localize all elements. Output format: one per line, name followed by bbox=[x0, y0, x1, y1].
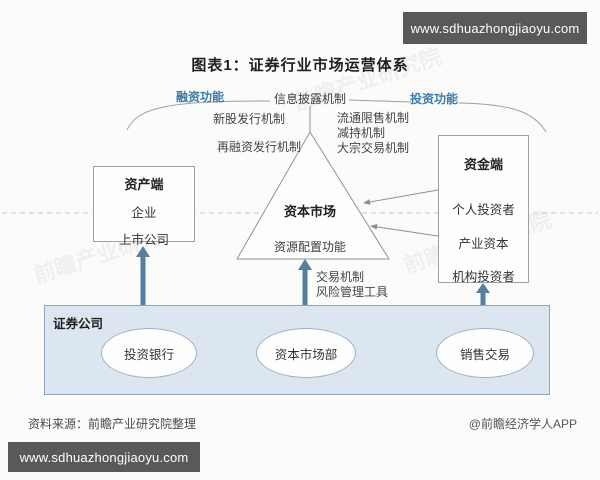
funding-item-institutional-investors: 机构投资者 bbox=[452, 270, 515, 284]
site-watermark-top: www.sdhuazhongjiaoyu.com bbox=[403, 12, 587, 44]
disclosure-investment-line bbox=[348, 99, 412, 103]
circulation-mechanisms: 流通限售机制 减持机制 大宗交易机制 bbox=[337, 111, 409, 156]
capital-market-triangle bbox=[236, 131, 390, 260]
funding-item-industrial-capital: 产业资本 bbox=[458, 237, 509, 251]
resource-allocation-label: 资源配置功能 bbox=[273, 240, 346, 254]
figure-title: 图表1：证券行业市场运营体系 bbox=[191, 57, 409, 74]
dept-investment-banking: 投资银行 bbox=[101, 328, 197, 378]
arrow-sales-trading bbox=[476, 283, 490, 306]
financing-curve bbox=[126, 100, 271, 131]
asset-side-item-listed-company: 上市公司 bbox=[118, 233, 169, 247]
asset-side-title: 资产端 bbox=[124, 177, 164, 192]
investment-curve bbox=[458, 102, 547, 133]
disclosure-mechanism-label: 信息披露机制 bbox=[273, 92, 346, 106]
circulation-mechanism-3: 大宗交易机制 bbox=[337, 141, 410, 155]
circulation-mechanism-1: 流通限售机制 bbox=[337, 111, 410, 125]
arrow-investment-banking bbox=[136, 246, 150, 306]
source-note: 资料来源：前瞻产业研究院整理 bbox=[28, 417, 197, 431]
financing-function-label: 融资功能 bbox=[175, 90, 224, 104]
circulation-mechanism-2: 减持机制 bbox=[337, 126, 386, 140]
issuance-mechanism-2: 再融资发行机制 bbox=[217, 140, 302, 154]
asset-side-box: 资产端 企业 上市公司 bbox=[93, 166, 195, 247]
investor-inflow-line-1 bbox=[362, 189, 439, 205]
securities-company-panel: 证券公司 投资银行 资本市场部 销售交易 bbox=[44, 305, 550, 395]
funding-item-individual-investors: 个人投资者 bbox=[452, 203, 515, 217]
credit-note: @前瞻经济学人APP bbox=[468, 417, 577, 431]
dept-sales-trading: 销售交易 bbox=[436, 328, 534, 378]
issuance-mechanism-1: 新股发行机制 bbox=[213, 112, 286, 126]
risk-management-label: 风险管理工具 bbox=[316, 285, 389, 299]
dept-capital-markets: 资本市场部 bbox=[256, 328, 356, 378]
asset-side-item-enterprise: 企业 bbox=[131, 206, 157, 220]
site-watermark-bottom: www.sdhuazhongjiaoyu.com bbox=[8, 442, 200, 472]
capital-market-title: 资本市场 bbox=[283, 204, 336, 219]
arrow-capital-markets-dept bbox=[298, 259, 312, 307]
investment-function-label: 投资功能 bbox=[409, 92, 458, 106]
funding-side-title: 资金端 bbox=[463, 157, 503, 172]
trading-mechanism-label: 交易机制 bbox=[316, 270, 365, 284]
securities-company-title: 证券公司 bbox=[53, 317, 104, 331]
funding-side-box: 资金端 个人投资者 产业资本 机构投资者 bbox=[438, 135, 529, 284]
trading-tools: 交易机制 风险管理工具 bbox=[316, 270, 388, 300]
investor-inflow-line-2 bbox=[369, 224, 439, 237]
